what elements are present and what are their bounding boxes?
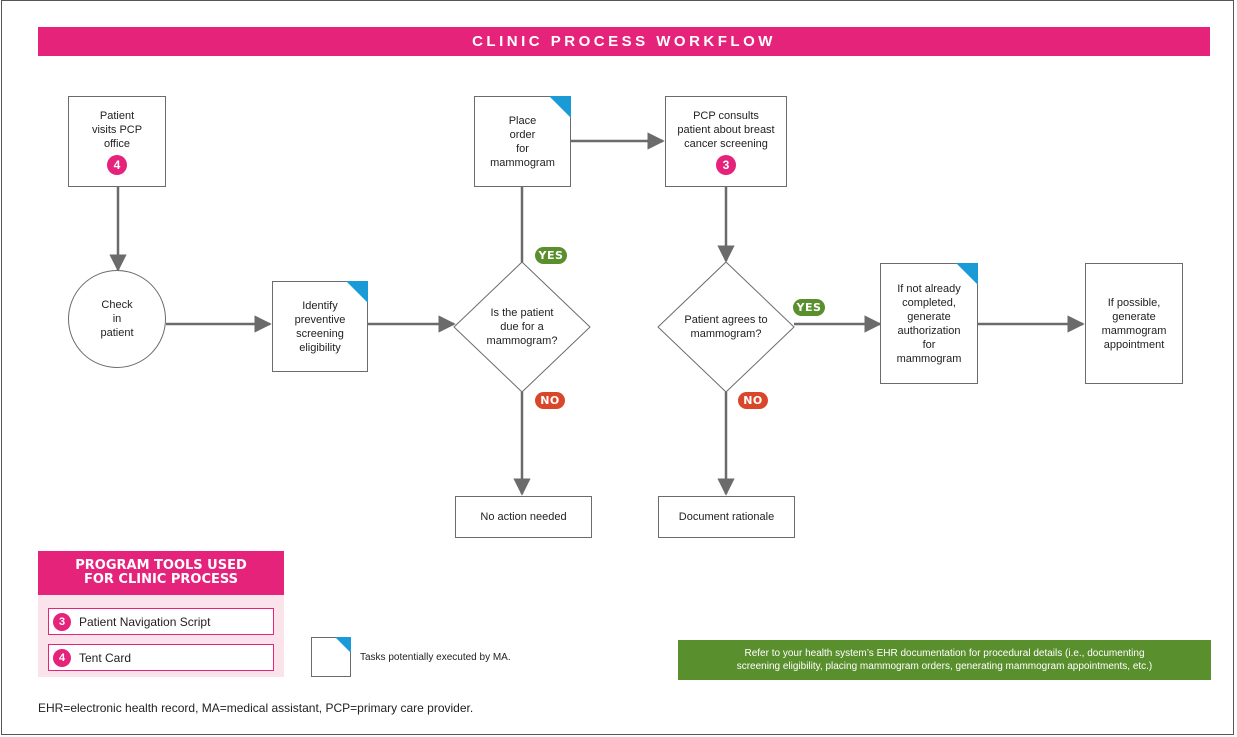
node-patient-visits-text: Patient visits PCP office xyxy=(91,109,143,150)
program-tools-header: PROGRAM TOOLS USED FOR CLINIC PROCESS xyxy=(38,551,284,595)
decision-agrees-diamond xyxy=(657,261,795,393)
node-generate-authorization: If not already completed, generate autho… xyxy=(880,263,978,384)
node-place-order: Place order for mammogram xyxy=(474,96,571,187)
ma-task-marker xyxy=(956,263,978,285)
yes-label-agrees: YES xyxy=(793,299,825,316)
node-check-in: Check in patient xyxy=(68,270,166,368)
node-authorization-text: If not already completed, generate autho… xyxy=(896,282,962,365)
node-no-action: No action needed xyxy=(455,496,592,538)
abbreviations-footnote: EHR=electronic health record, MA=medical… xyxy=(38,701,474,715)
node-appointment-text: If possible, generate mammogram appointm… xyxy=(1101,296,1167,351)
tool-number-badge: 4 xyxy=(53,648,71,667)
tool-number-badge: 3 xyxy=(53,612,71,631)
tool-item: 3 Patient Navigation Script xyxy=(48,608,274,635)
tool-4-badge: 4 xyxy=(107,154,127,175)
decision-due-diamond xyxy=(453,261,591,393)
node-identify-text: Identify preventive screening eligibilit… xyxy=(294,299,346,354)
decision-agrees-label: Patient agrees to mammogram? xyxy=(684,314,768,340)
tool-item-label: Tent Card xyxy=(79,650,132,665)
workflow-title: CLINIC PROCESS WORKFLOW xyxy=(38,27,1210,56)
node-pcp-consults: PCP consults patient about breast cancer… xyxy=(665,96,787,187)
yes-label-due: YES xyxy=(535,247,567,264)
node-no-action-text: No action needed xyxy=(480,511,567,523)
node-rationale-text: Document rationale xyxy=(678,511,775,523)
decision-due-label: Is the patient due for a mammogram? xyxy=(486,307,558,347)
tool-item-label: Patient Navigation Script xyxy=(79,614,211,629)
node-patient-visits: Patient visits PCP office 4 xyxy=(68,96,166,187)
node-document-rationale: Document rationale xyxy=(658,496,795,538)
node-generate-appointment: If possible, generate mammogram appointm… xyxy=(1085,263,1183,384)
no-label-due: NO xyxy=(535,392,565,409)
tool-item: 4 Tent Card xyxy=(48,644,274,671)
node-pcp-consults-text: PCP consults patient about breast cancer… xyxy=(677,109,775,150)
node-check-in-text: Check in patient xyxy=(100,299,134,339)
no-label-agrees: NO xyxy=(738,392,768,409)
ma-task-marker xyxy=(346,281,368,303)
ma-task-marker xyxy=(335,637,351,653)
ma-task-marker xyxy=(549,96,571,118)
node-place-order-text: Place order for mammogram xyxy=(490,114,555,169)
node-identify-eligibility: Identify preventive screening eligibilit… xyxy=(272,281,368,372)
ehr-documentation-note: Refer to your health system’s EHR docume… xyxy=(678,640,1211,680)
ma-task-legend-swatch xyxy=(311,637,351,677)
ma-task-legend-text: Tasks potentially executed by MA. xyxy=(360,652,511,663)
tool-3-badge: 3 xyxy=(716,154,736,175)
